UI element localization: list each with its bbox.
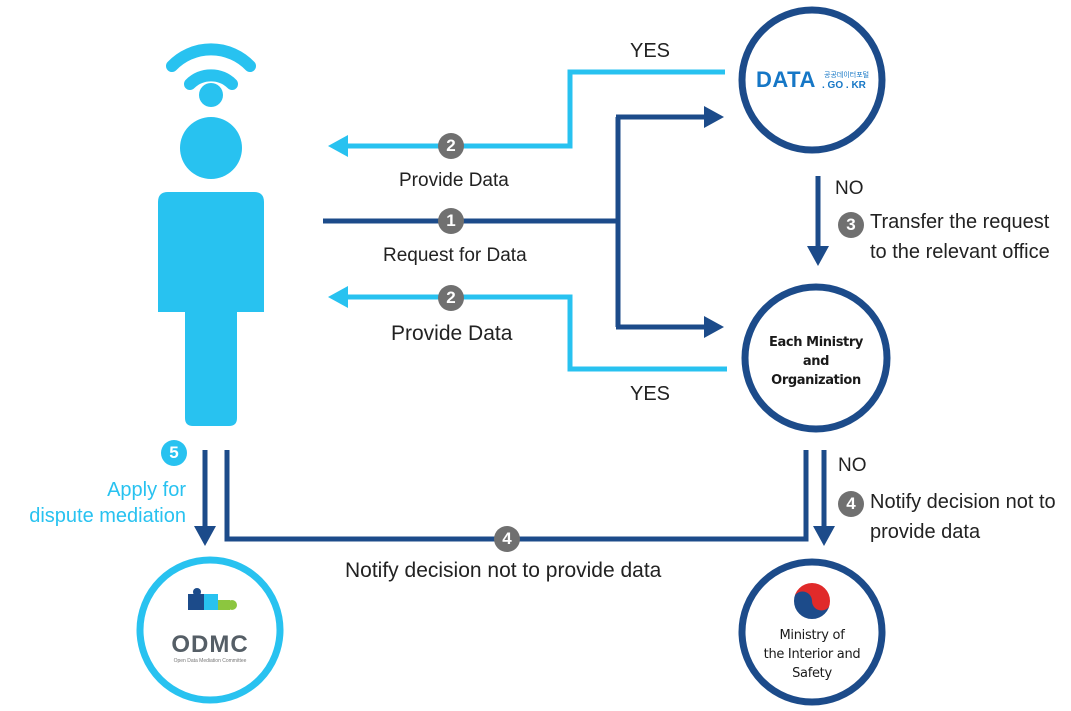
puzzle-emblem-icon <box>188 588 237 610</box>
no-bottom-label: NO <box>838 455 867 476</box>
data-portal-node <box>738 6 886 154</box>
taegeuk-emblem-icon <box>792 581 832 621</box>
ministry-node <box>741 283 891 433</box>
step-badge: 5 <box>161 440 187 466</box>
request-to-portal-arrowhead <box>704 106 724 128</box>
data-portal-logo-sub: . GO . KR <box>822 80 866 91</box>
yes-top-path <box>346 69 725 149</box>
step-badge: 3 <box>838 212 864 238</box>
request-to-ministry-arrowhead <box>704 316 724 338</box>
yes-top-arrowhead <box>328 135 348 157</box>
odmc-node <box>136 556 284 704</box>
odmc-logo-subtext: Open Data Mediation Committee <box>173 658 247 664</box>
data-portal-logo-korean: 공공데이터포털 <box>824 72 870 79</box>
ministry-label-line: Organization <box>771 373 861 388</box>
yes-bottom-arrowhead <box>328 286 348 308</box>
no-top-label: NO <box>835 178 864 199</box>
mois-label-line: Safety <box>792 666 832 681</box>
yes-bottom-label: YES <box>630 383 671 405</box>
provide-data-bottom-label: Provide Data <box>391 322 513 345</box>
notify-bottom-label: Notify decision not to provide data <box>345 559 662 582</box>
request-for-data-label: Request for Data <box>383 245 527 266</box>
notify-right-label-line: provide data <box>870 521 981 543</box>
step-badge: 2 <box>438 285 464 311</box>
person-icon <box>158 43 264 426</box>
step-badge: 4 <box>838 491 864 517</box>
odmc-logo: ODMC Open Data Mediation Committee <box>150 632 270 665</box>
mois-label: Ministry of the Interior and Safety <box>752 626 872 683</box>
dispute-arrowhead <box>194 526 216 546</box>
dispute-label-line: dispute mediation <box>29 505 186 527</box>
step-badge: 4 <box>494 526 520 552</box>
ministry-label: Each Ministry and Organization <box>756 333 876 390</box>
dispute-label: Apply for dispute mediation <box>10 477 186 529</box>
notify-right-label-line: Notify decision not to <box>870 491 1056 513</box>
step-badge: 1 <box>438 208 464 234</box>
ministry-label-line: Each Ministry <box>769 335 863 350</box>
transfer-label: Transfer the request to the relevant off… <box>870 207 1050 267</box>
yes-top-label: YES <box>630 40 671 62</box>
transfer-label-line: Transfer the request <box>870 211 1050 233</box>
data-portal-logo-main: DATA <box>756 67 816 92</box>
data-portal-logo: DATA 공공데이터포털 . GO . KR <box>752 62 877 98</box>
provide-data-top-label: Provide Data <box>399 170 509 191</box>
transfer-arrowhead <box>807 246 829 266</box>
mois-node <box>738 558 886 706</box>
notify-right-label: Notify decision not to provide data <box>870 487 1056 547</box>
notify-bottom-path <box>224 450 809 542</box>
mois-label-line: the Interior and <box>763 647 861 662</box>
dispute-label-line: Apply for <box>107 479 186 501</box>
odmc-logo-text: ODMC <box>171 631 249 658</box>
mois-label-line: Ministry of <box>779 628 845 643</box>
wifi-icon <box>166 43 256 90</box>
transfer-label-line: to the relevant office <box>870 241 1050 263</box>
ministry-label-line: and <box>802 354 830 369</box>
step-badge: 2 <box>438 133 464 159</box>
notify-right-arrowhead <box>813 526 835 546</box>
